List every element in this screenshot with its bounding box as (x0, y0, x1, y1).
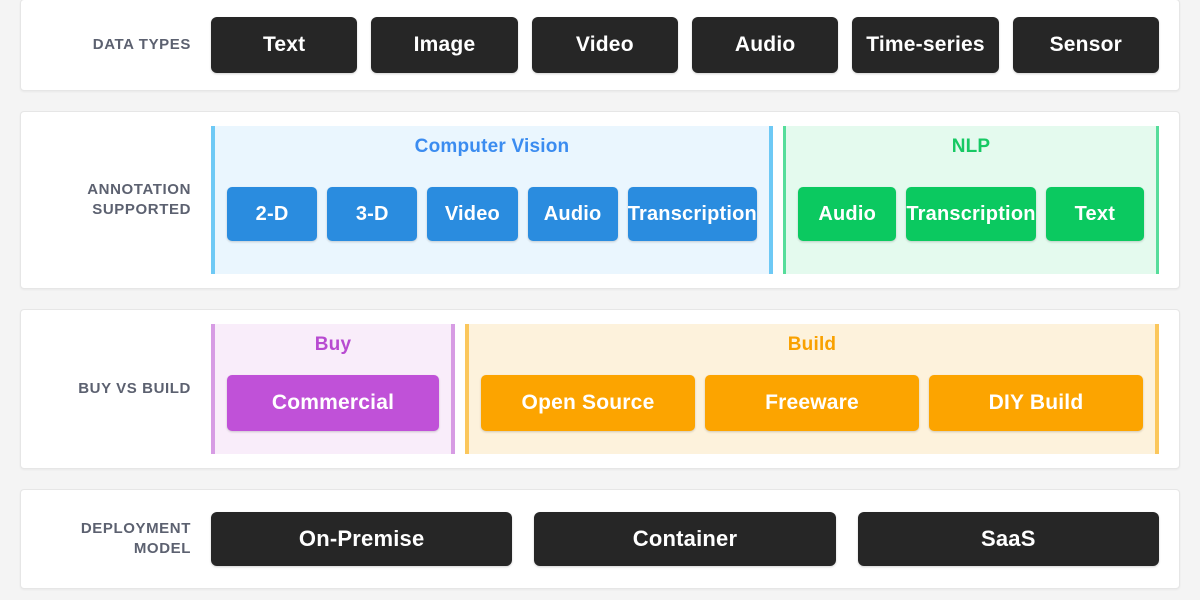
row-label-buy-vs-build: BUY VS BUILD (78, 379, 191, 397)
group-title-build: Build (787, 334, 837, 355)
pill-data-type-audio[interactable]: Audio (691, 17, 839, 73)
row-data-types: DATA TYPES Text Image Video Audio Time-s… (20, 0, 1180, 91)
pill-nlp-audio[interactable]: Audio (798, 187, 897, 241)
pill-data-type-image[interactable]: Image (371, 17, 518, 73)
pill-cv-2d[interactable]: 2-D (227, 187, 318, 241)
nlp-pills: Audio Transcription Text (798, 166, 1145, 262)
pill-build-diy-build[interactable]: DIY Build (929, 375, 1143, 431)
pill-deployment-container[interactable]: Container (534, 512, 836, 566)
pill-cv-transcription[interactable]: Transcription (627, 187, 757, 241)
group-build: Build Open Source Freeware DIY Build (465, 324, 1159, 454)
group-title-buy: Buy (314, 334, 352, 355)
row-label-deployment-model: DEPLOYMENT MODEL (80, 519, 191, 557)
pill-cv-3d[interactable]: 3-D (327, 187, 418, 241)
buy-vs-build-groups: Buy Commercial Build Open Source Freewar… (211, 324, 1179, 454)
row-deployment-model: DEPLOYMENT MODEL On-Premise Container Sa… (20, 489, 1180, 589)
pill-data-type-time-series[interactable]: Time-series (852, 17, 999, 73)
pill-deployment-on-premise[interactable]: On-Premise (211, 512, 513, 566)
pill-data-type-sensor[interactable]: Sensor (1012, 17, 1159, 73)
deployment-pill-strip: On-Premise Container SaaS (211, 512, 1179, 566)
row-buy-vs-build: BUY VS BUILD Buy Commercial Build Open S… (20, 309, 1180, 469)
buy-pills: Commercial (227, 364, 439, 442)
group-computer-vision: Computer Vision 2-D 3-D Video Audio Tran… (211, 126, 773, 274)
build-pills: Open Source Freeware DIY Build (481, 364, 1143, 442)
row-label-annotation-supported: ANNOTATION SUPPORTED (87, 180, 191, 218)
group-buy: Buy Commercial (211, 324, 455, 454)
group-title-computer-vision: Computer Vision (414, 136, 570, 157)
row-annotation-supported: ANNOTATION SUPPORTED Computer Vision 2-D… (20, 111, 1180, 289)
group-nlp: NLP Audio Transcription Text (783, 126, 1159, 274)
pill-cv-audio[interactable]: Audio (527, 187, 618, 241)
pill-build-open-source[interactable]: Open Source (481, 375, 695, 431)
group-title-nlp: NLP (951, 136, 991, 157)
pill-buy-commercial[interactable]: Commercial (227, 375, 439, 431)
pill-data-type-text[interactable]: Text (211, 17, 358, 73)
row-label-data-types: DATA TYPES (92, 35, 191, 53)
computer-vision-pills: 2-D 3-D Video Audio Transcription (227, 166, 757, 262)
pill-nlp-transcription[interactable]: Transcription (906, 187, 1036, 241)
data-types-pill-strip: Text Image Video Audio Time-series Senso… (211, 17, 1179, 73)
pill-build-freeware[interactable]: Freeware (705, 375, 919, 431)
pill-cv-video[interactable]: Video (427, 187, 518, 241)
pill-nlp-text[interactable]: Text (1045, 187, 1145, 241)
pill-data-type-video[interactable]: Video (531, 17, 678, 73)
pill-deployment-saas[interactable]: SaaS (857, 512, 1159, 566)
annotation-groups: Computer Vision 2-D 3-D Video Audio Tran… (211, 126, 1179, 274)
